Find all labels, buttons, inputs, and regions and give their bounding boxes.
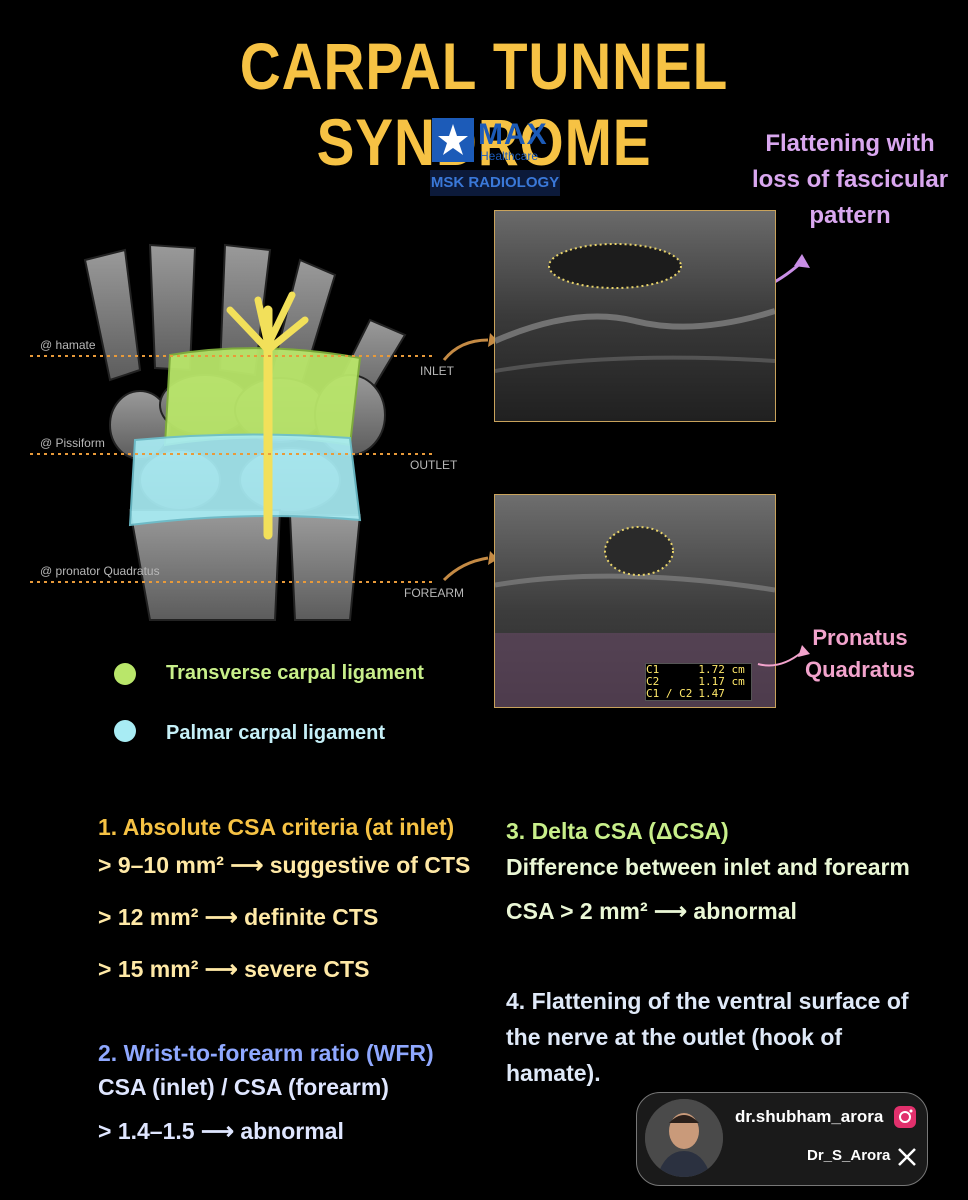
measurement-label: C1 / C2 [646,687,693,700]
flattening-note-line: loss of fascicular [751,166,949,193]
measurement-label: C2 [646,675,660,688]
logo-sub: Healthcare [480,149,539,163]
label-inlet: INLET [420,364,455,378]
measurement-row: C2 1.17 cm [646,676,752,688]
criteria-1-line: > 9–10 mm² ⟶ suggestive of CTS [98,852,471,878]
criteria-1-heading: 1. Absolute CSA criteria (at inlet) [98,814,455,840]
logo-dept: MSK RADIOLOGY [430,170,560,196]
flattening-note: Flattening with loss of fascicular patte… [750,126,950,234]
max-star-icon [432,118,474,162]
label-hamate: @ hamate [40,338,96,352]
flattening-note-line: pattern [809,202,891,229]
criteria-1-line: > 12 mm² ⟶ definite CTS [98,904,379,930]
x-icon[interactable] [897,1147,917,1167]
pronatus-note-line: Pronatus [812,625,908,650]
x-handle[interactable]: Dr_S_Arora [807,1147,891,1164]
criteria-2-line: CSA (inlet) / CSA (forearm) [98,1074,389,1100]
legend-label-transverse: Transverse carpal ligament [166,662,424,684]
measurement-value: 1.47 [698,687,725,700]
criteria-1-line: > 15 mm² ⟶ severe CTS [98,956,370,982]
measurement-value: 1.72 cm [698,663,745,676]
measurement-row: C1 1.72 cm [646,664,752,677]
measurement-box: C1 1.72 cm C2 1.17 cm C1 / C2 1.47 [645,663,752,701]
legend-dot-palmar [114,720,136,742]
author-profile-card: dr.shubham_arora Dr_S_Arora [636,1092,928,1186]
criteria-3-line: CSA > 2 mm² ⟶ abnormal [506,898,797,924]
page-title: CARPAL TUNNEL SYNDROME [239,29,729,179]
measurement-value: 1.17 cm [698,675,745,688]
inlet-arrow [442,333,498,361]
criteria-4-line: 4. Flattening of the ventral surface of [506,988,909,1014]
legend-label-palmar: Palmar carpal ligament [166,722,385,744]
criteria-4-line: the nerve at the outlet (hook of [506,1024,843,1050]
measurement-row: C1 / C2 1.47 [646,688,752,701]
criteria-3-line: Difference between inlet and forearm [506,854,910,880]
ultrasound-forearm-image: C1 1.72 cm C2 1.17 cm C1 / C2 1.47 [494,494,776,708]
avatar [645,1099,723,1177]
ultrasound-inlet-image [494,210,776,422]
label-outlet: OUTLET [410,458,458,472]
pronatus-note: Pronatus Quadratus [800,622,920,686]
label-forearm: FOREARM [404,586,464,600]
criteria-2-heading: 2. Wrist-to-forearm ratio (WFR) [98,1040,434,1066]
pronatus-note-line: Quadratus [804,657,916,682]
logo-brand: MAX [478,118,548,151]
label-pissiform: @ Pissiform [40,436,105,450]
criteria-3-heading: 3. Delta CSA (ΔCSA) [506,818,729,844]
label-pronator: @ pronator Quadratus [40,564,160,578]
legend-dot-transverse [114,663,136,685]
criteria-2-line: > 1.4–1.5 ⟶ abnormal [98,1118,344,1144]
flattening-note-line: Flattening with [765,130,935,157]
instagram-handle[interactable]: dr.shubham_arora [735,1107,884,1126]
max-healthcare-logo: MAX Healthcare MSK RADIOLOGY [430,112,560,198]
measurement-label: C1 [646,663,660,676]
wrist-anatomy-illustration [30,243,435,621]
criteria-4-line: hamate). [506,1060,601,1086]
pronatus-arrow [757,645,810,667]
instagram-icon[interactable] [893,1105,917,1129]
forearm-arrow [442,551,498,582]
